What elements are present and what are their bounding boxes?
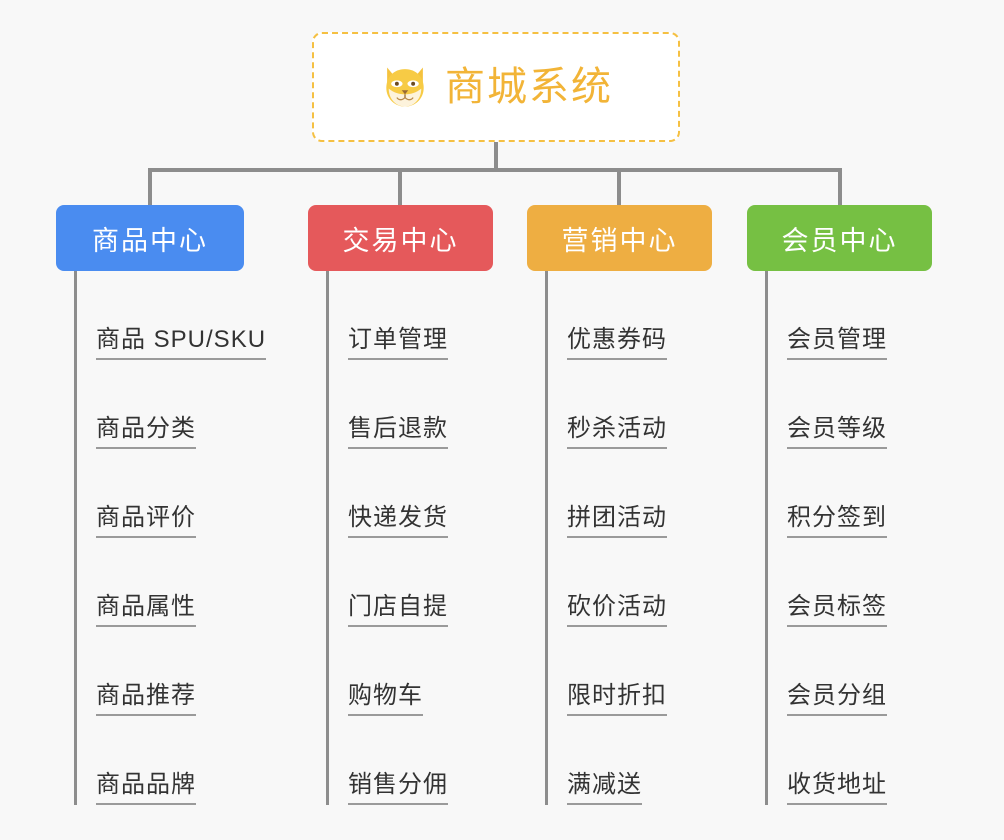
leaf-label: 商品属性 xyxy=(96,593,196,627)
leaf-label: 积分签到 xyxy=(787,504,887,538)
leaf-list-4: 会员管理 会员等级 积分签到 会员标签 会员分组 收货地址 xyxy=(747,271,932,805)
dog-face-emoji xyxy=(379,61,431,113)
leaf-label: 快递发货 xyxy=(348,504,448,538)
leaf-item[interactable]: 优惠券码 xyxy=(527,271,712,360)
leaf-item[interactable]: 收货地址 xyxy=(747,716,932,805)
leaf-label: 订单管理 xyxy=(348,326,448,360)
branch-header-2[interactable]: 交易中心 xyxy=(308,205,493,271)
leaf-list-1: 商品 SPU/SKU 商品分类 商品评价 商品属性 商品推荐 商品品牌 xyxy=(56,271,267,805)
leaf-item[interactable]: 商品分类 xyxy=(56,360,244,449)
leaf-label: 优惠券码 xyxy=(567,326,667,360)
leaf-item[interactable]: 会员标签 xyxy=(747,538,932,627)
leaf-label: 限时折扣 xyxy=(567,682,667,716)
branch-spine-1 xyxy=(74,271,77,805)
branch-spine-4 xyxy=(765,271,768,805)
leaf-item[interactable]: 购物车 xyxy=(308,627,493,716)
leaf-label: 商品分类 xyxy=(96,415,196,449)
leaf-item[interactable]: 门店自提 xyxy=(308,538,493,627)
leaf-item[interactable]: 快递发货 xyxy=(308,449,493,538)
connector-drop-3 xyxy=(617,168,621,208)
branch-spine-3 xyxy=(545,271,548,805)
leaf-item[interactable]: 满减送 xyxy=(527,716,712,805)
leaf-label: 收货地址 xyxy=(787,771,887,805)
leaf-label: 秒杀活动 xyxy=(567,415,667,449)
leaf-item[interactable]: 砍价活动 xyxy=(527,538,712,627)
leaf-label: 满减送 xyxy=(567,771,642,805)
leaf-label: 商品推荐 xyxy=(96,682,196,716)
branch-title-1: 商品中心 xyxy=(92,225,208,256)
branch-spine-2 xyxy=(326,271,329,805)
leaf-label: 商品品牌 xyxy=(96,771,196,805)
leaf-list-2: 订单管理 售后退款 快递发货 门店自提 购物车 销售分佣 xyxy=(308,271,493,805)
branch-title-2: 交易中心 xyxy=(342,225,459,256)
leaf-item[interactable]: 拼团活动 xyxy=(527,449,712,538)
branch-column-1: 商品中心 商品 SPU/SKU 商品分类 商品评价 商品属性 商品推荐 商品品牌 xyxy=(56,205,267,805)
leaf-item[interactable]: 商品品牌 xyxy=(56,716,244,805)
leaf-item[interactable]: 限时折扣 xyxy=(527,627,712,716)
leaf-label: 会员分组 xyxy=(787,682,887,716)
leaf-label: 门店自提 xyxy=(348,593,448,627)
leaf-item[interactable]: 秒杀活动 xyxy=(527,360,712,449)
connector-drop-2 xyxy=(398,168,402,208)
leaf-label: 会员等级 xyxy=(787,415,887,449)
root-title: 商城系统 xyxy=(445,65,613,109)
branch-header-3[interactable]: 营销中心 xyxy=(527,205,712,271)
leaf-item[interactable]: 会员分组 xyxy=(747,627,932,716)
branch-column-4: 会员中心 会员管理 会员等级 积分签到 会员标签 会员分组 收货地址 xyxy=(747,205,932,805)
branch-title-3: 营销中心 xyxy=(561,225,678,256)
root-node[interactable]: 商城系统 xyxy=(312,32,680,142)
leaf-list-3: 优惠券码 秒杀活动 拼团活动 砍价活动 限时折扣 满减送 xyxy=(527,271,712,805)
branch-title-4: 会员中心 xyxy=(781,225,898,256)
leaf-item[interactable]: 商品推荐 xyxy=(56,627,244,716)
leaf-item[interactable]: 商品评价 xyxy=(56,449,244,538)
leaf-item[interactable]: 商品 SPU/SKU xyxy=(56,271,267,360)
connector-drop-1 xyxy=(148,168,152,208)
connector-root-stem xyxy=(494,142,498,170)
connector-drop-4 xyxy=(838,168,842,208)
leaf-item[interactable]: 会员等级 xyxy=(747,360,932,449)
leaf-label: 会员管理 xyxy=(787,326,887,360)
leaf-item[interactable]: 商品属性 xyxy=(56,538,244,627)
leaf-item[interactable]: 售后退款 xyxy=(308,360,493,449)
leaf-item[interactable]: 订单管理 xyxy=(308,271,493,360)
leaf-label: 销售分佣 xyxy=(348,771,448,805)
leaf-label: 商品 SPU/SKU xyxy=(96,326,267,360)
leaf-label: 购物车 xyxy=(348,682,423,716)
leaf-label: 会员标签 xyxy=(787,593,887,627)
leaf-item[interactable]: 会员管理 xyxy=(747,271,932,360)
leaf-label: 砍价活动 xyxy=(567,593,667,627)
branch-header-1[interactable]: 商品中心 xyxy=(56,205,244,271)
branch-header-4[interactable]: 会员中心 xyxy=(747,205,932,271)
leaf-item[interactable]: 积分签到 xyxy=(747,449,932,538)
branch-column-2: 交易中心 订单管理 售后退款 快递发货 门店自提 购物车 销售分佣 xyxy=(308,205,493,805)
connector-horizontal-bus xyxy=(148,168,842,172)
leaf-label: 商品评价 xyxy=(96,504,196,538)
leaf-label: 拼团活动 xyxy=(567,504,667,538)
branch-column-3: 营销中心 优惠券码 秒杀活动 拼团活动 砍价活动 限时折扣 满减送 xyxy=(527,205,712,805)
root-node-content: 商城系统 xyxy=(379,61,613,113)
leaf-item[interactable]: 销售分佣 xyxy=(308,716,493,805)
leaf-label: 售后退款 xyxy=(348,415,448,449)
